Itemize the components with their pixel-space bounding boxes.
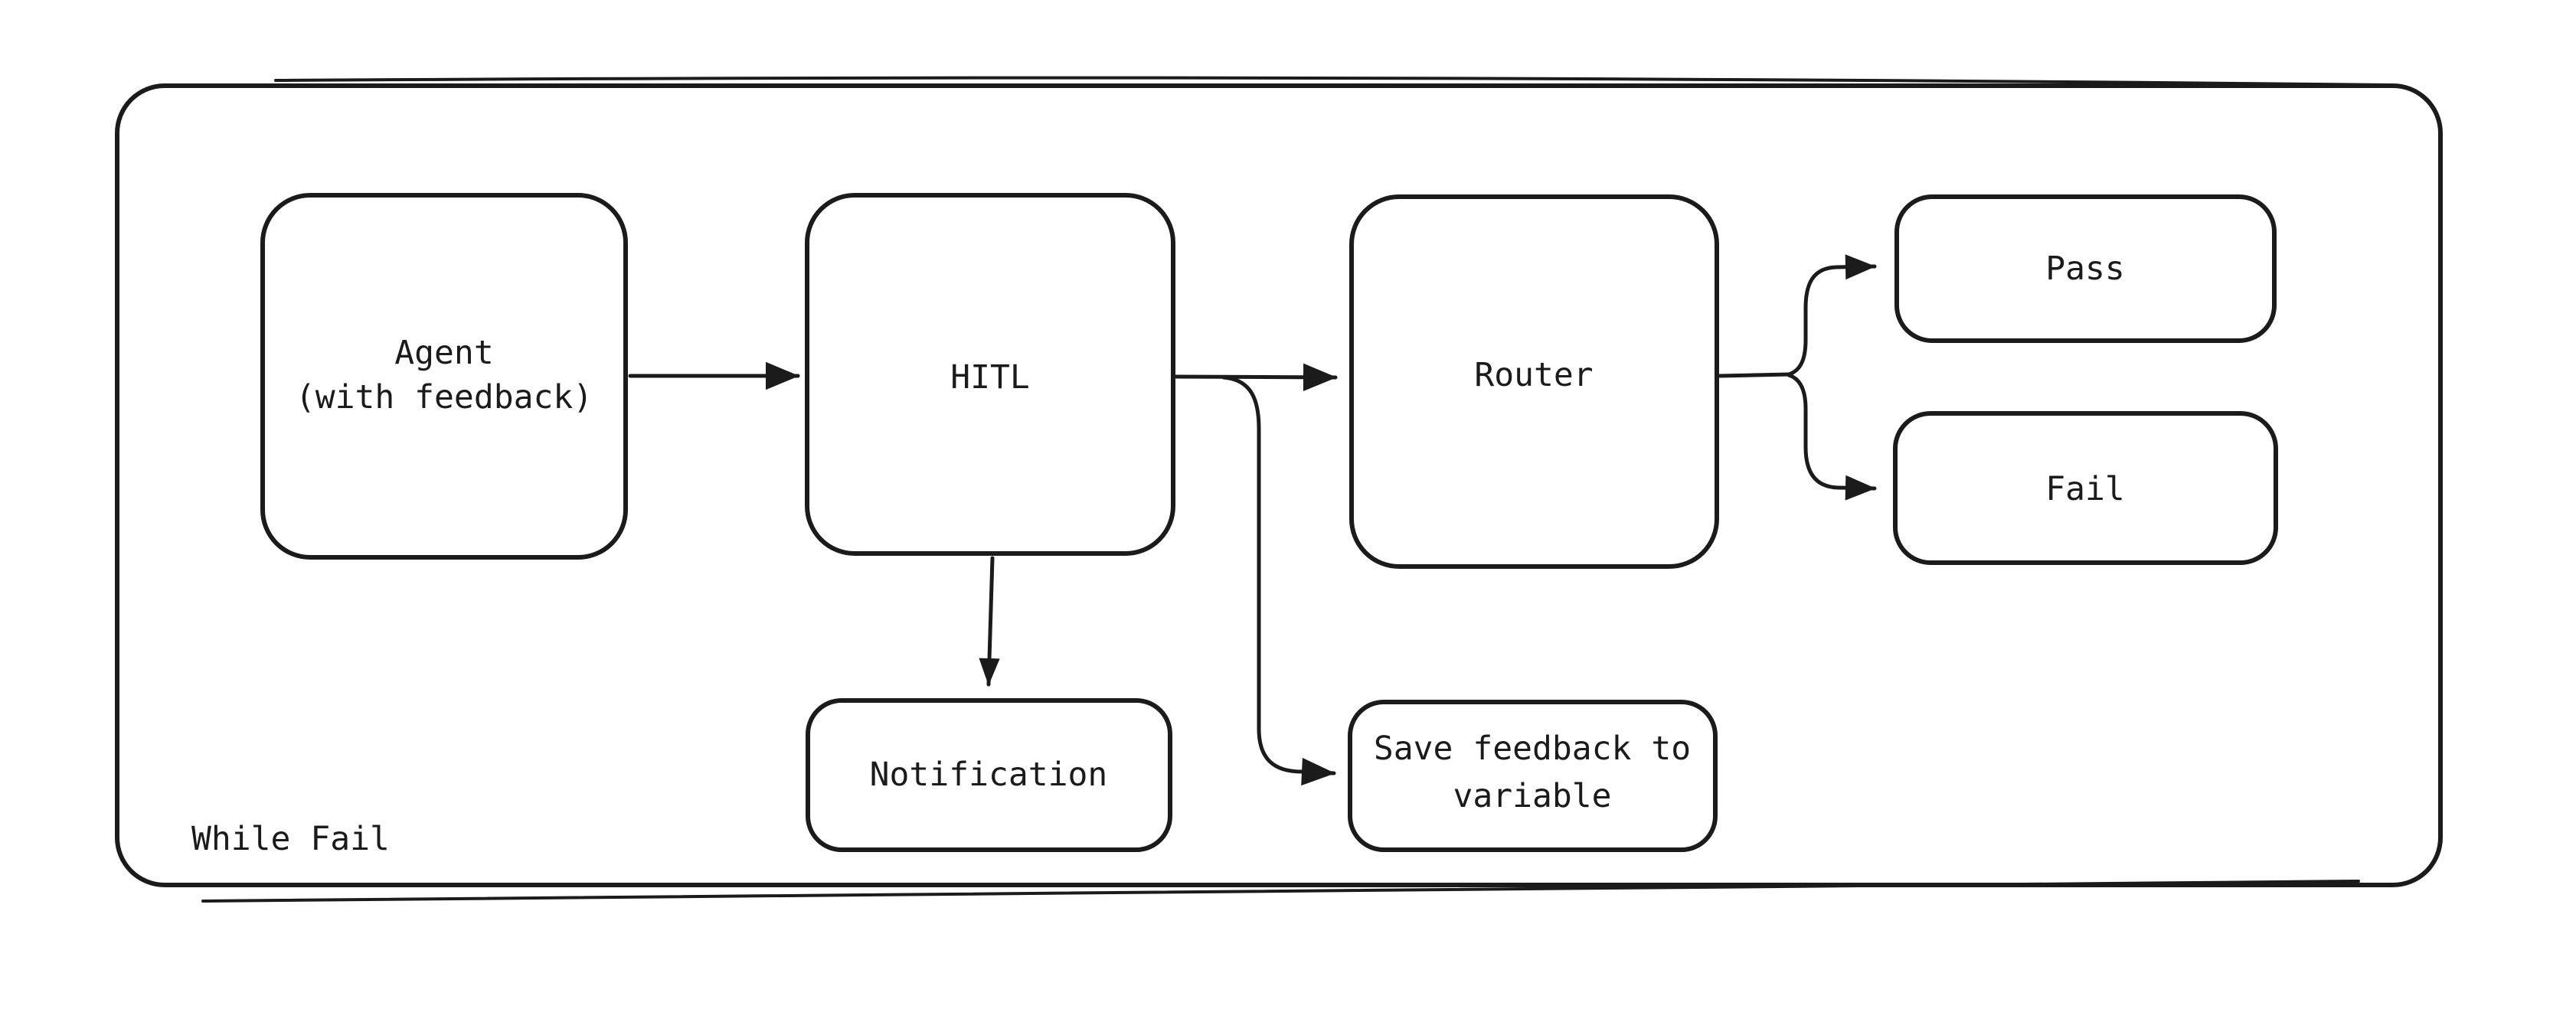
edge-router-fail	[1787, 373, 1877, 501]
node-hitl-label: HITL	[950, 358, 1030, 397]
node-agent-label-line2: (with feedback)	[296, 378, 593, 416]
edges-layer	[628, 254, 1877, 786]
node-notification-box	[806, 698, 1172, 852]
edge-router-fork-stem	[1718, 372, 1791, 378]
node-save-feedback-box	[1348, 700, 1718, 852]
node-save-feedback-label-line1: Save feedback to	[1374, 730, 1691, 768]
node-router-box	[1349, 194, 1719, 569]
node-fail-label: Fail	[2045, 470, 2125, 508]
node-notification: Notification	[806, 698, 1172, 852]
node-router: Router	[1349, 194, 1719, 569]
container-label: While Fail	[191, 820, 390, 858]
node-notification-label: Notification	[870, 756, 1108, 794]
node-hitl-box	[805, 193, 1175, 556]
node-agent-label-line1: Agent	[394, 334, 493, 372]
edge-router-pass	[1787, 254, 1877, 377]
node-pass: Pass	[1894, 194, 2277, 343]
node-pass-box	[1894, 194, 2277, 343]
while-fail-container-border	[115, 83, 2443, 887]
node-router-label: Router	[1474, 356, 1593, 394]
edge-hitl-save-feedback	[1221, 375, 1336, 786]
container-sketch-stroke-top	[274, 76, 2391, 87]
node-fail-box	[1893, 411, 2278, 565]
node-fail: Fail	[1893, 411, 2278, 565]
node-hitl: HITL	[805, 193, 1175, 556]
node-agent: Agent (with feedback)	[260, 193, 628, 560]
node-pass-label: Pass	[2045, 250, 2125, 288]
node-save-feedback-label-line2: variable	[1453, 777, 1611, 815]
node-save-feedback: Save feedback to variable	[1348, 700, 1718, 852]
node-agent-box	[260, 193, 628, 560]
while-fail-container: While Fail	[115, 76, 2443, 903]
container-sketch-stroke-bottom	[201, 880, 2360, 903]
edge-hitl-notification	[979, 556, 1000, 687]
